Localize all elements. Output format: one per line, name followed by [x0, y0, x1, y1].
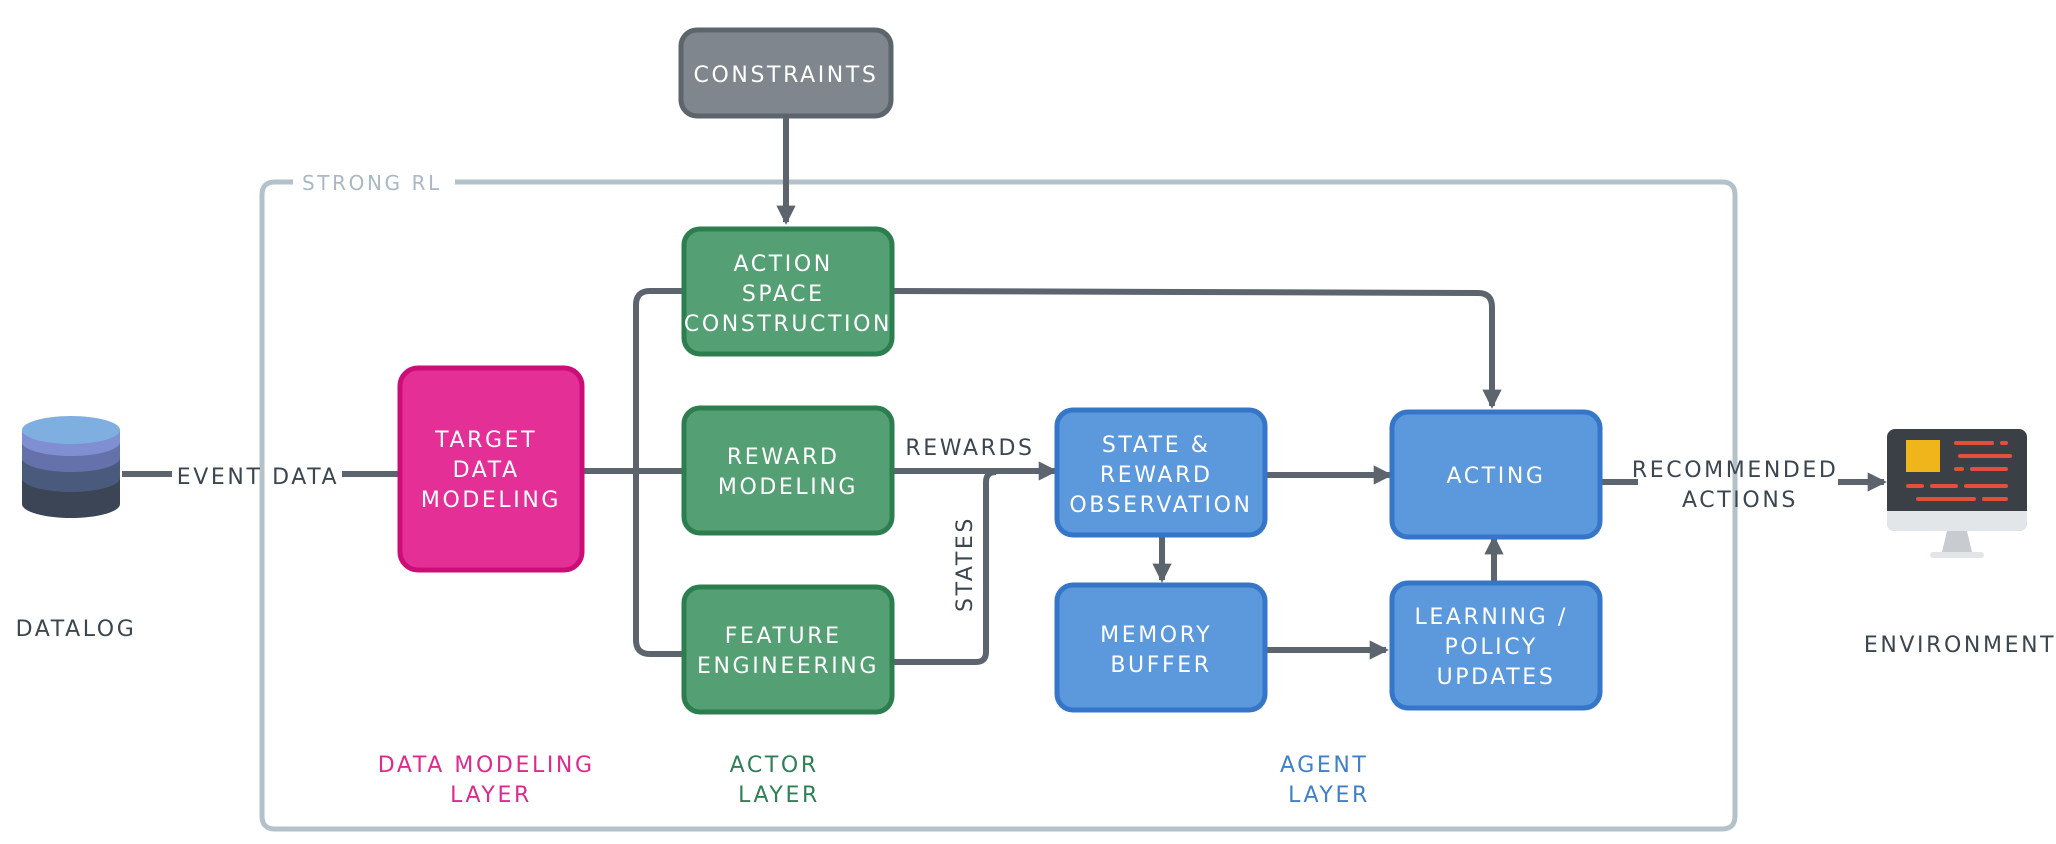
svg-text:ACTING: ACTING [1446, 464, 1545, 489]
actor-layer-label: ACTOR LAYER [730, 753, 829, 808]
environment-label: ENVIRONMENT [1864, 633, 2056, 658]
data-modeling-layer-label: DATA MODELING LAYER [378, 753, 604, 808]
rewards-label: REWARDS [905, 436, 1034, 461]
database-icon [22, 416, 120, 518]
svg-text:TARGET DATA MODELI: TARGET DATA MODELING [421, 428, 561, 513]
svg-text:STATE & REWARD OBS: STATE & REWARD OBSERVATION [1069, 433, 1252, 518]
edges [122, 116, 1887, 665]
svg-text:ACTION SPACE CONST: ACTION SPACE CONSTRUCTION [684, 252, 892, 337]
recommended-actions-label: RECOMMENDED ACTIONS [1632, 458, 1848, 513]
monitor-icon [1887, 429, 2027, 558]
node-constraints[interactable]: CONSTRAINTS [678, 27, 894, 119]
strong-rl-label: STRONG RL [302, 171, 442, 195]
svg-text:LEARNING / POLICY: LEARNING / POLICY UPDATES [1415, 605, 1578, 690]
svg-text:FEATURE ENGINEERING: FEATURE ENGINEERING [697, 624, 879, 679]
event-data-label: EVENT DATA [177, 465, 339, 490]
svg-text:MEMORY BUFFER: MEMORY BUFFER [1100, 623, 1222, 678]
node-learning-policy-updates[interactable]: LEARNING / POLICY UPDATES [1389, 580, 1603, 711]
node-memory-buffer[interactable]: MEMORY BUFFER [1054, 582, 1268, 713]
edge-action-space-to-acting [891, 288, 1502, 409]
node-action-space-construction[interactable]: ACTION SPACE CONSTRUCTION [681, 226, 895, 357]
agent-layer-label: AGENT LAYER [1280, 753, 1378, 808]
edge-states [892, 469, 997, 665]
node-target-data-modeling[interactable]: TARGET DATA MODELING [397, 365, 585, 573]
strong-rl-frame [259, 179, 1738, 832]
node-state-reward-observation[interactable]: STATE & REWARD OBSERVATION [1054, 407, 1268, 538]
datalog-label: DATALOG [16, 617, 137, 642]
states-label: STATES [953, 516, 978, 612]
svg-text:REWARD MODELING: REWARD MODELING [718, 445, 858, 500]
node-feature-engineering[interactable]: FEATURE ENGINEERING [681, 584, 895, 715]
node-reward-modeling[interactable]: REWARD MODELING [681, 405, 895, 536]
node-acting[interactable]: ACTING [1389, 409, 1603, 540]
svg-text:CONSTRAINTS: CONSTRAINTS [694, 63, 879, 88]
